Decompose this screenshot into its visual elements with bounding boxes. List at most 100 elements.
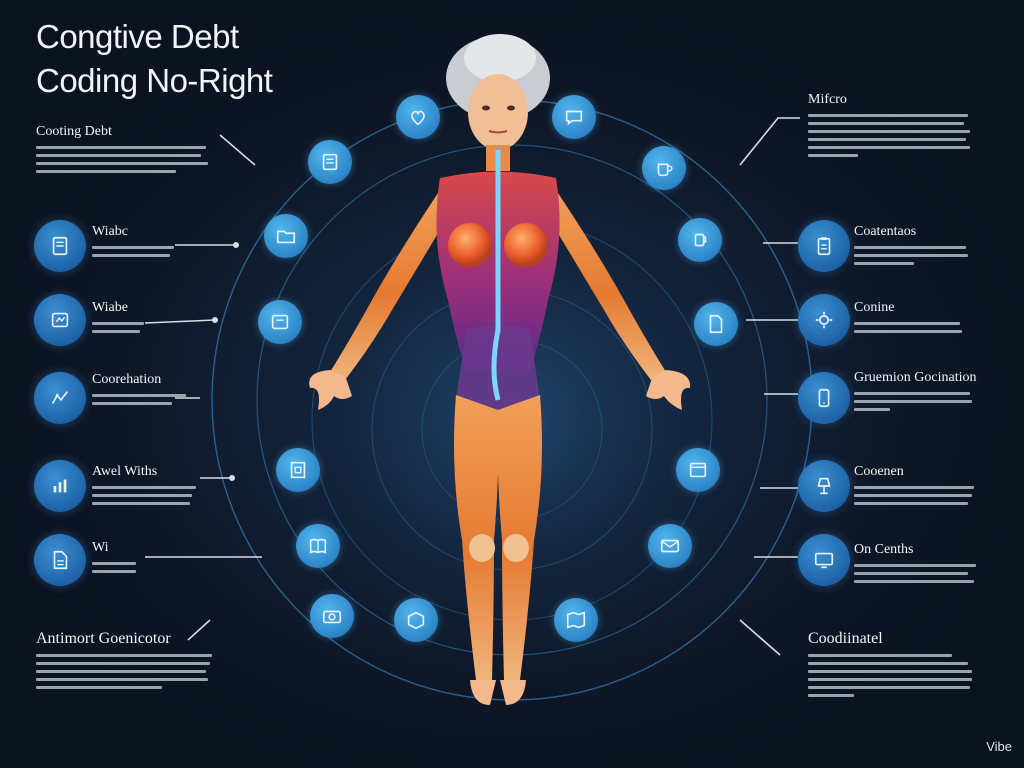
book-icon xyxy=(296,524,340,568)
figure-hair-top xyxy=(464,34,536,82)
text-line xyxy=(92,502,190,505)
text-line xyxy=(854,486,974,489)
text-line xyxy=(808,678,972,681)
graph-icon xyxy=(34,372,86,424)
text-line xyxy=(808,686,970,689)
text-line xyxy=(854,502,968,505)
text-line xyxy=(854,322,960,325)
block-heading: Wi xyxy=(92,540,109,555)
human-figure xyxy=(309,34,691,705)
text-line xyxy=(36,162,208,165)
text-block-coding-debt: Cooting Debt xyxy=(36,124,214,178)
text-line xyxy=(854,408,890,411)
connector-l7 xyxy=(187,619,211,641)
text-line xyxy=(808,130,970,133)
text-line xyxy=(854,254,968,257)
block-heading: Wiabc xyxy=(92,224,128,239)
text-line xyxy=(92,394,186,397)
text-block-gruemion-gocination: Gruemion Gocination xyxy=(854,370,994,416)
text-line xyxy=(808,146,970,149)
connector-r1 xyxy=(739,117,800,166)
block-heading: Antimort Goenicotor xyxy=(36,630,171,647)
block-heading: Coatentaos xyxy=(854,224,917,239)
text-line xyxy=(36,678,208,681)
text-block-awel-withs: Awel Withs xyxy=(92,464,198,510)
phone-icon xyxy=(798,372,850,424)
camera-icon xyxy=(310,594,354,638)
right-connectors xyxy=(739,117,800,656)
dot-l5 xyxy=(229,475,235,481)
chart-icon xyxy=(34,460,86,512)
text-line xyxy=(36,154,201,157)
text-line xyxy=(854,572,968,575)
text-block-wiabc: Wiabc xyxy=(92,224,184,262)
block-heading: Coorehation xyxy=(92,372,162,387)
note-icon xyxy=(276,448,320,492)
text-line xyxy=(808,662,968,665)
text-block-coorehation: Coorehation xyxy=(92,372,190,410)
figure-face xyxy=(468,74,528,150)
block-heading: Cooenen xyxy=(854,464,904,479)
text-line xyxy=(92,254,170,257)
page-title-line-2: Coding No-Right xyxy=(36,62,273,99)
figure-eye-right xyxy=(507,105,515,111)
figure-foot-left xyxy=(470,680,496,705)
text-line xyxy=(808,694,854,697)
block-heading: Conine xyxy=(854,300,895,315)
figure-arm-right xyxy=(541,190,666,380)
connector-l1 xyxy=(219,134,256,166)
envelope-icon xyxy=(648,524,692,568)
dot-l2 xyxy=(233,242,239,248)
figure-mouth xyxy=(488,130,508,134)
block-heading: Coodiinatel xyxy=(808,630,883,647)
connector-l3 xyxy=(144,319,216,324)
box-icon xyxy=(394,598,438,642)
figure-knee-right xyxy=(503,534,529,562)
map-icon xyxy=(554,598,598,642)
text-line xyxy=(92,486,196,489)
text-block-on-cenths: On Cenths xyxy=(854,542,978,588)
figure-chest-right xyxy=(504,223,548,267)
text-line xyxy=(36,146,206,149)
notebook-icon xyxy=(34,220,86,272)
text-line xyxy=(854,564,976,567)
tablet-icon xyxy=(258,300,302,344)
screen-icon xyxy=(798,534,850,586)
figure-pelvis xyxy=(456,325,540,415)
text-line xyxy=(854,580,974,583)
figure-arm-left xyxy=(330,190,455,380)
figure-spine xyxy=(491,150,501,401)
figure-eye-left xyxy=(482,105,490,111)
block-heading: Gruemion Gocination xyxy=(854,370,977,385)
text-line xyxy=(92,562,136,565)
block-heading: Mifcro xyxy=(808,92,847,107)
text-line xyxy=(854,494,972,497)
text-line xyxy=(808,654,952,657)
blocks-icon xyxy=(34,294,86,346)
text-line xyxy=(92,330,140,333)
text-block-coatentaos: Coatentaos xyxy=(854,224,970,270)
folder-icon xyxy=(264,214,308,258)
mug-icon xyxy=(678,218,722,262)
text-block-coodiinatel: Coodiinatel xyxy=(808,630,978,702)
text-block-mifcro: Mifcro xyxy=(808,92,974,162)
text-block-wi: Wi xyxy=(92,540,184,578)
text-line xyxy=(36,170,176,173)
clipboard-icon xyxy=(798,220,850,272)
text-line xyxy=(808,154,858,157)
watermark: Vibe xyxy=(986,739,1012,754)
gears-icon xyxy=(798,294,850,346)
text-line xyxy=(92,322,144,325)
text-line xyxy=(92,570,136,573)
form-icon xyxy=(308,140,352,184)
text-line xyxy=(808,114,968,117)
text-line xyxy=(854,330,962,333)
connector-r7 xyxy=(739,619,781,656)
report-icon xyxy=(694,302,738,346)
figure-chest-left xyxy=(448,223,492,267)
text-line xyxy=(36,654,212,657)
text-block-conine: Conine xyxy=(854,300,964,338)
cup-icon xyxy=(642,146,686,190)
